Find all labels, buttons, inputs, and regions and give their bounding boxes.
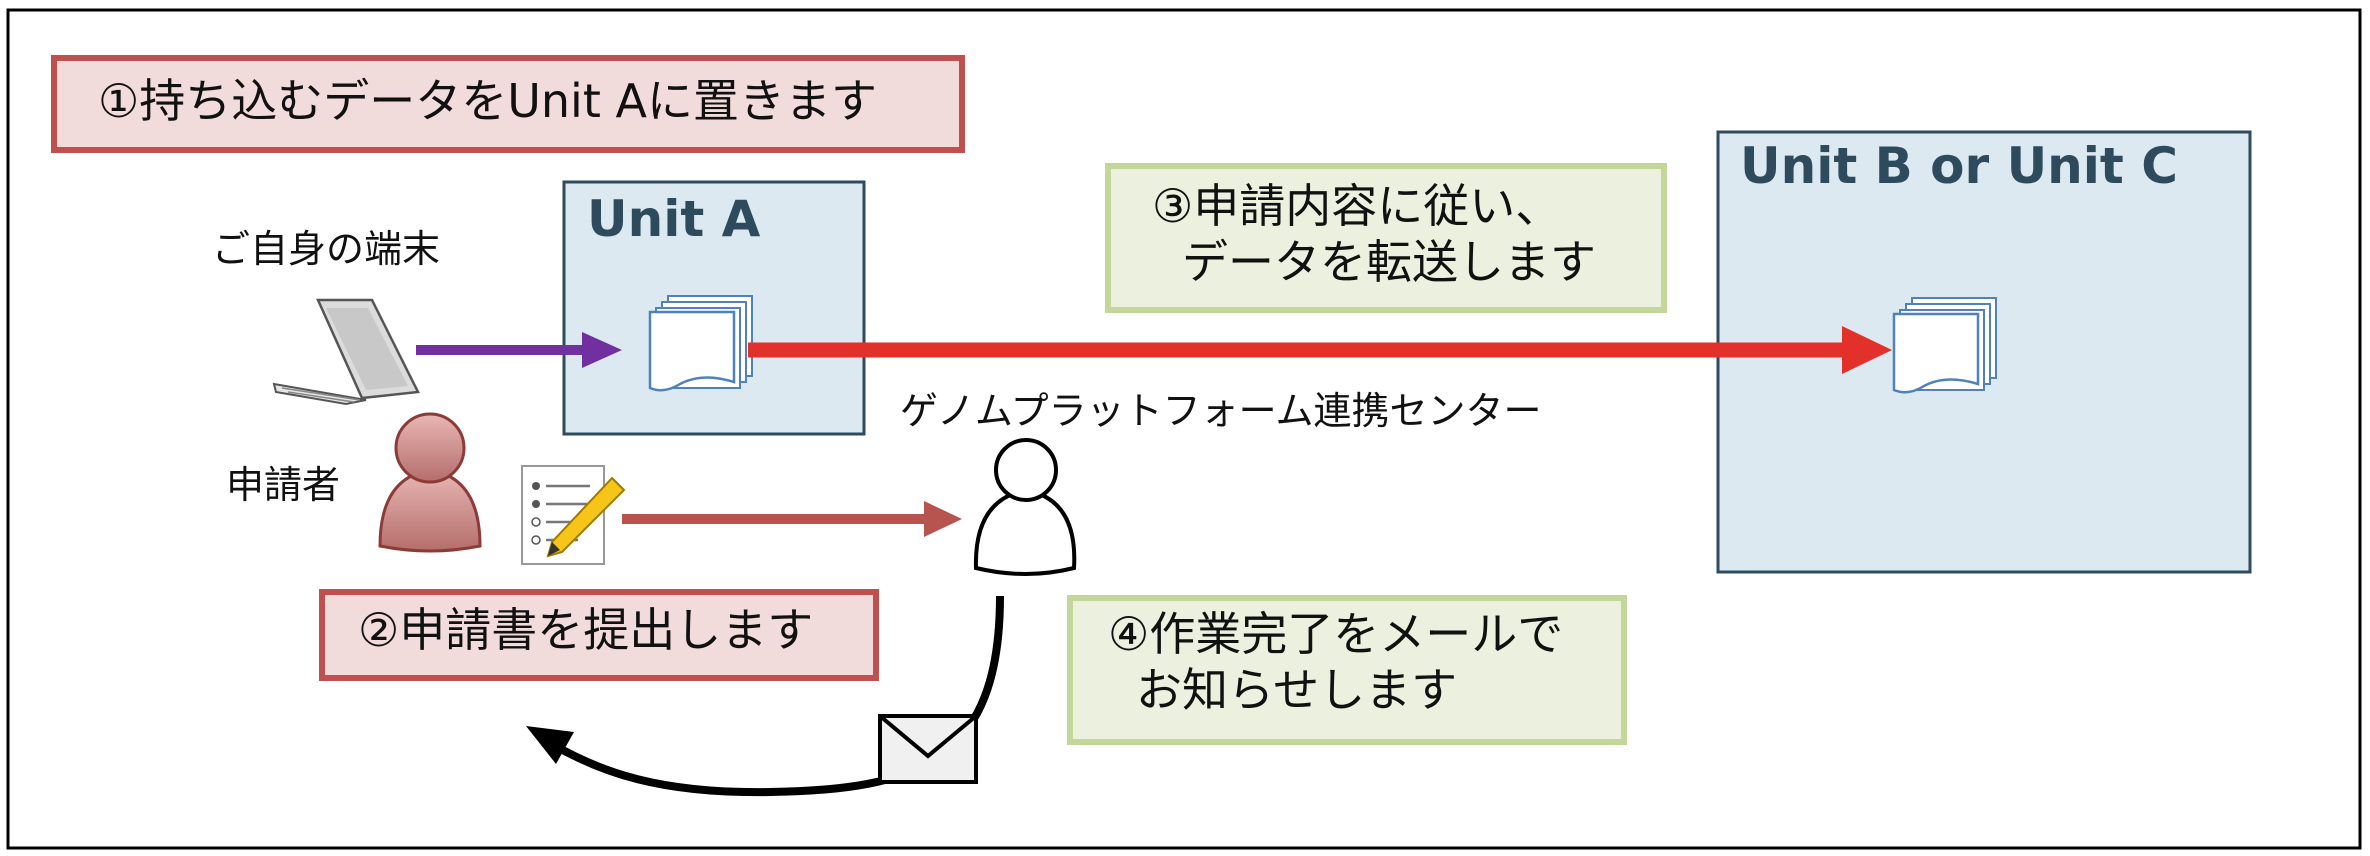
own-terminal-label: ご自身の端末 (212, 227, 440, 271)
notify-arrow (526, 595, 1004, 797)
step2-box: ②申請書を提出します (319, 589, 879, 681)
step2-label: ②申請書を提出します (358, 603, 813, 657)
center-label: ゲノムプラットフォーム連携センター (900, 389, 1541, 433)
step4-box: ④作業完了をメールで お知らせします (1067, 595, 1627, 745)
step3-label-line2: データを転送します (1182, 235, 1596, 289)
upload-arrow (416, 332, 622, 368)
application-form-icon (521, 465, 626, 565)
step1-box: ①持ち込むデータをUnit Aに置きます (51, 55, 965, 153)
submit-arrow (622, 501, 962, 537)
unit-a-title: Unit A (587, 190, 761, 248)
step1-label: ①持ち込むデータをUnit Aに置きます (98, 74, 877, 128)
document-stack-icon-destination (1892, 297, 1997, 394)
applicant-label: 申請者 (226, 463, 340, 507)
center-person-icon (973, 438, 1077, 576)
unit-bc-title: Unit B or Unit C (1740, 137, 2178, 195)
step3-label-line1: ③申請内容に従い、 (1152, 179, 1561, 233)
transfer-arrow (748, 326, 1892, 374)
step3-box: ③申請内容に従い、 データを転送します (1105, 163, 1667, 313)
step4-label-line1: ④作業完了をメールで (1108, 607, 1563, 661)
envelope-icon (878, 714, 978, 784)
laptop-icon (272, 298, 420, 406)
step4-label-line2: お知らせします (1136, 663, 1457, 717)
person-icon (378, 412, 482, 553)
document-stack-icon (648, 295, 753, 392)
